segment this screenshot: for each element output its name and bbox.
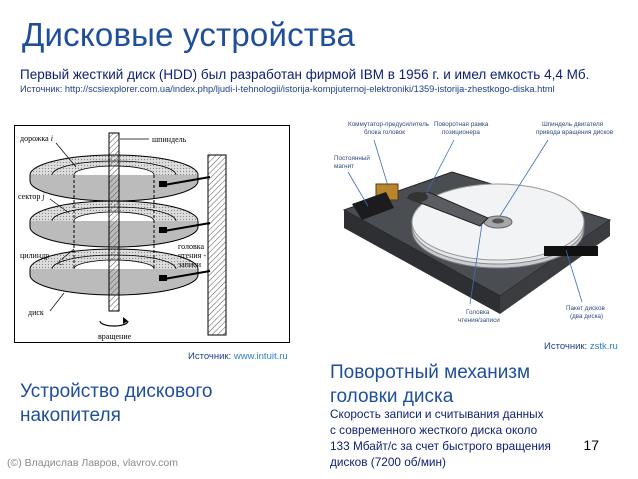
label-spindle: шпиндель — [152, 135, 187, 144]
label-cylinder: цилиндр — [20, 251, 49, 260]
label-cylinder-c: C — [58, 258, 64, 267]
label-sector: сектор j — [18, 192, 45, 201]
desc-line-2: с современного жесткого диска около — [330, 423, 538, 437]
desc-line-4: дисков (7200 об/мин) — [330, 455, 446, 469]
page-number: 17 — [583, 437, 599, 453]
left-caption-line-1: Устройство дискового — [20, 381, 213, 402]
label-frame-2: позиционера — [442, 129, 480, 136]
label-switch-1: Коммутатор-предусилитель — [348, 121, 430, 128]
left-caption-line-2: накопителя — [20, 405, 121, 426]
source-link-intuit[interactable]: www.intuit.ru — [233, 351, 288, 362]
intro-source-link[interactable]: Источник: http://scsiexplorer.com.ua/ind… — [20, 84, 555, 94]
label-rotation: вращение — [98, 332, 132, 341]
intro-text: Первый жесткий диск (HDD) был разработан… — [20, 67, 590, 82]
label-magnet-2: магнит — [334, 163, 354, 170]
hdd-photo: Коммутатор-предусилитель блока головок П… — [330, 118, 628, 338]
label-pack-2: (два диска) — [570, 313, 603, 320]
label-rw-head-1: Головка — [466, 309, 490, 316]
source-link-zstk[interactable]: zstk.ru — [589, 341, 618, 352]
label-track: дорожка i — [20, 134, 53, 143]
right-figure-source: Источник: zstk.ru — [544, 341, 618, 352]
label-spindle-2: привода вращения дисков — [536, 129, 614, 136]
left-figure-source: Источник: www.intuit.ru — [188, 351, 288, 362]
label-switch-2: блока головок — [364, 128, 405, 136]
desc-line-3: 133 Мбайт/с за счет быстрого вращения — [330, 439, 551, 453]
page-title: Дисковые устройства — [22, 16, 356, 53]
source-prefix: Источник: — [544, 341, 588, 352]
label-head-2: чтения - — [178, 251, 206, 260]
label-spindle-1: Шпиндель двигателя — [542, 121, 603, 128]
desc-line-1: Скорость записи и считывания данных — [330, 407, 544, 421]
source-prefix: Источник: — [188, 351, 232, 362]
right-caption-line-1: Поворотный механизм — [330, 362, 531, 383]
footer-copyright: (©) Владислав Лавров, vlavrov.com — [7, 457, 178, 469]
label-rw-head-2: чтения/записи — [458, 317, 500, 324]
label-magnet-1: Постоянный — [334, 154, 370, 162]
label-frame-1: Поворотная рамка — [434, 121, 489, 128]
right-caption: Поворотный механизм головки диска — [330, 361, 530, 409]
label-head-3: записи — [178, 260, 202, 269]
disk-structure-diagram: дорожка i шпиндель сектор j цилиндр C го… — [14, 125, 290, 343]
spindle-shaft — [108, 132, 120, 312]
right-caption-line-2: головки диска — [330, 386, 454, 407]
label-head-1: головка — [178, 242, 205, 251]
actuator-post — [207, 154, 227, 336]
right-description: Скорость записи и считывания данных с со… — [330, 406, 551, 470]
left-caption: Устройство дискового накопителя — [20, 380, 213, 428]
label-disk: диск — [28, 308, 44, 317]
label-pack-1: Пакет дисков — [566, 305, 605, 312]
